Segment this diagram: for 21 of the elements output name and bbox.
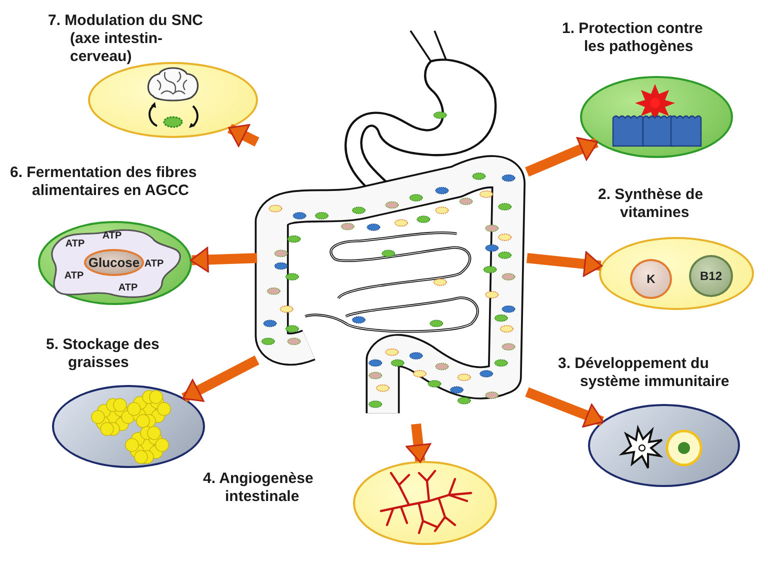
atp-label: ATP xyxy=(102,230,122,242)
heading: 7. Modulation du SNC (axe intestin-cerveau) xyxy=(48,12,204,66)
vitamin-circle: K xyxy=(630,259,672,299)
vitamin-circle: B12 xyxy=(689,255,733,297)
arrow xyxy=(182,356,260,402)
atp-label: ATP xyxy=(118,282,138,294)
atp-label: ATP xyxy=(64,270,84,282)
arrow xyxy=(227,124,260,147)
heading: 3. Développement du système immunitaire xyxy=(558,355,730,391)
heading: 5. Stockage des graisses xyxy=(46,336,160,372)
arrow xyxy=(190,247,258,272)
arrow xyxy=(525,136,598,177)
atp-label: ATP xyxy=(144,258,164,270)
arrow xyxy=(406,423,432,463)
arrow xyxy=(526,251,603,277)
heading: 2. Synthèse de vitamines xyxy=(598,186,704,222)
arrow xyxy=(525,387,604,428)
heading: 1. Protection contre les pathogènes xyxy=(562,20,704,56)
atp-label: ATP xyxy=(65,238,85,250)
heading: 6. Fermentation des fibres alimentaires en AGCC xyxy=(10,164,198,200)
heading: 4. Angiogenèse intestinale xyxy=(203,470,314,506)
